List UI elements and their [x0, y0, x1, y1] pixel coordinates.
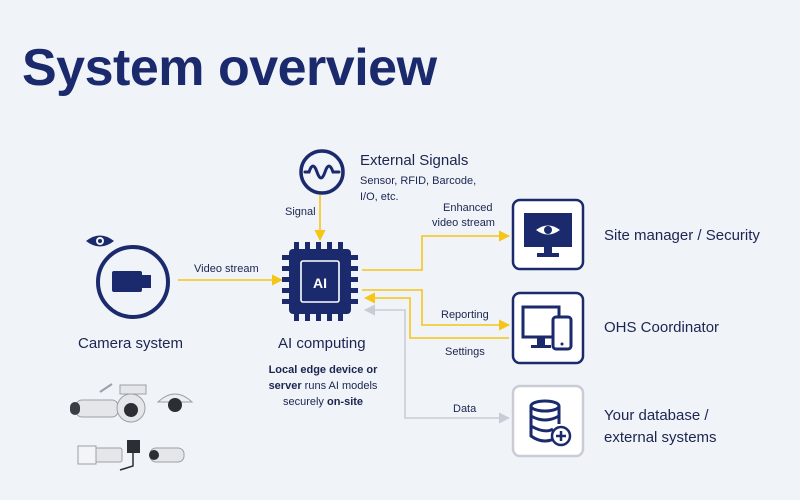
ai-desc-normal-1: runs AI models	[301, 380, 378, 392]
ai-desc-bold-3: on-site	[326, 396, 364, 408]
ai-computing-label: AI computing	[278, 335, 366, 352]
ai-desc-normal-2: securely	[282, 396, 327, 408]
bullet-camera-icon	[70, 383, 119, 418]
connection-enhanced-video	[362, 230, 511, 271]
enhanced-label-1: Enhanced	[443, 202, 493, 214]
camera-photos	[70, 383, 194, 471]
ai-desc-bold-2: server	[268, 380, 302, 392]
ptz-camera-icon	[116, 384, 147, 423]
ai-desc-bold-1: Local edge device or	[268, 364, 378, 376]
ai-chip-icon	[282, 242, 358, 321]
page-title: System overview	[22, 39, 437, 97]
camera-icon	[96, 245, 170, 319]
ai-description: Local edge device or server runs AI mode…	[248, 362, 398, 410]
eye-icon	[86, 235, 114, 247]
external-signals-sublabel-2: I/O, etc.	[360, 191, 399, 203]
monitor-eye-icon	[511, 198, 585, 271]
connection-data	[363, 304, 511, 424]
ai-chip-label: AI	[313, 275, 327, 291]
data-label: Data	[453, 403, 477, 415]
small-bullet-camera-icon	[149, 447, 185, 463]
ohs-coordinator-label: OHS Coordinator	[604, 319, 720, 336]
enhanced-label-2: video stream	[432, 217, 495, 229]
reporting-label: Reporting	[441, 309, 489, 321]
waveform-icon	[299, 149, 345, 195]
video-stream-label: Video stream	[194, 263, 259, 275]
database-label-2: external systems	[604, 429, 717, 446]
database-plus-icon	[511, 384, 585, 458]
dome-camera-icon	[156, 393, 194, 412]
camera-system-label: Camera system	[78, 335, 184, 352]
external-signals-label: External Signals	[360, 152, 469, 169]
settings-label: Settings	[445, 346, 485, 358]
database-label-1: Your database /	[604, 407, 709, 424]
external-signals-sublabel-1: Sensor, RFID, Barcode,	[360, 175, 477, 187]
signal-label: Signal	[285, 206, 316, 218]
desktop-phone-icon	[511, 291, 585, 365]
box-camera-icon	[77, 445, 123, 465]
site-manager-label: Site manager / Security	[604, 227, 760, 244]
mini-camera-icon	[119, 440, 140, 471]
